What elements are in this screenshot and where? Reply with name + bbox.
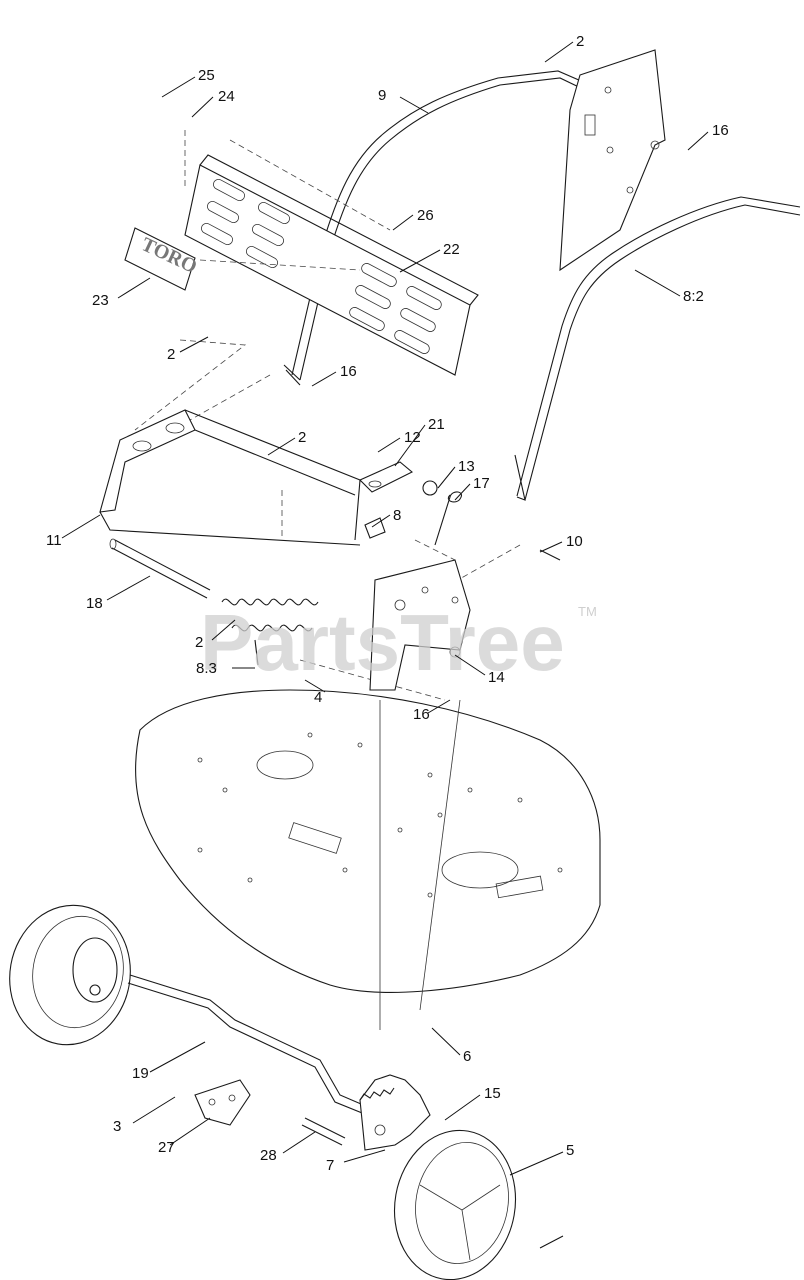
callout-label: 4: [314, 689, 322, 706]
callout-label: 2: [195, 634, 203, 651]
control-bracket-plate: [559, 49, 666, 272]
callout-label: 13: [458, 458, 475, 475]
callout-label: 16: [340, 363, 357, 380]
callout-label: 16: [712, 122, 729, 139]
callout-label: 2: [576, 33, 584, 50]
callout-label: 2: [167, 346, 175, 363]
callout-label: 23: [92, 292, 109, 309]
handle-cover-panel: [184, 154, 479, 376]
callout-label: 7: [326, 1157, 334, 1174]
pivot-rod: [109, 538, 211, 599]
callout-label: 12: [404, 429, 421, 446]
callout-labels: 2 9 16 25 24 26 22 23 2 16 8:2 2 12 21 1…: [46, 33, 729, 1174]
callout-label: 3: [113, 1118, 121, 1135]
callout-label: 14: [488, 669, 505, 686]
callout-label: 28: [260, 1147, 277, 1164]
callout-label: 27: [158, 1139, 175, 1156]
front-wheel: [9, 904, 131, 1046]
pivot-bracket: [194, 1079, 251, 1126]
callout-label: 16: [413, 706, 430, 723]
callout-label: 15: [484, 1085, 501, 1102]
height-adjust-gear: [359, 1074, 431, 1151]
torsion-spring: [221, 598, 319, 666]
callout-label: 8:2: [683, 288, 704, 305]
watermark: PartsTree TM: [200, 598, 597, 687]
callout-label: 22: [443, 241, 460, 258]
callout-label: 21: [428, 416, 445, 433]
callout-label: 10: [566, 533, 583, 550]
lever-assembly: [359, 461, 561, 561]
upper-handle-right: [514, 196, 801, 501]
callout-label: 8.3: [196, 660, 217, 677]
callout-label: 25: [198, 67, 215, 84]
watermark-text: PartsTree: [200, 598, 565, 687]
rear-wheel: [393, 1129, 517, 1280]
callout-label: 11: [46, 532, 62, 549]
callout-label: 2: [298, 429, 306, 446]
lower-handle-frame: [99, 409, 361, 546]
axle-rod: [127, 974, 376, 1118]
watermark-tm: TM: [578, 604, 597, 619]
callout-label: 19: [132, 1065, 149, 1082]
upper-handle-left: [283, 70, 589, 386]
axle-bolt: [301, 1117, 346, 1146]
leader-lines: [61, 41, 709, 1249]
callout-label: 6: [463, 1048, 471, 1065]
callout-label: 26: [417, 207, 434, 224]
height-plate: [369, 559, 471, 691]
callout-label: 18: [86, 595, 103, 612]
callout-label: 5: [566, 1142, 574, 1159]
callout-label: 8: [393, 507, 401, 524]
callout-label: 17: [473, 475, 490, 492]
callout-label: 24: [218, 88, 235, 105]
mower-deck: [135, 689, 601, 1030]
callout-label: 9: [378, 87, 386, 104]
